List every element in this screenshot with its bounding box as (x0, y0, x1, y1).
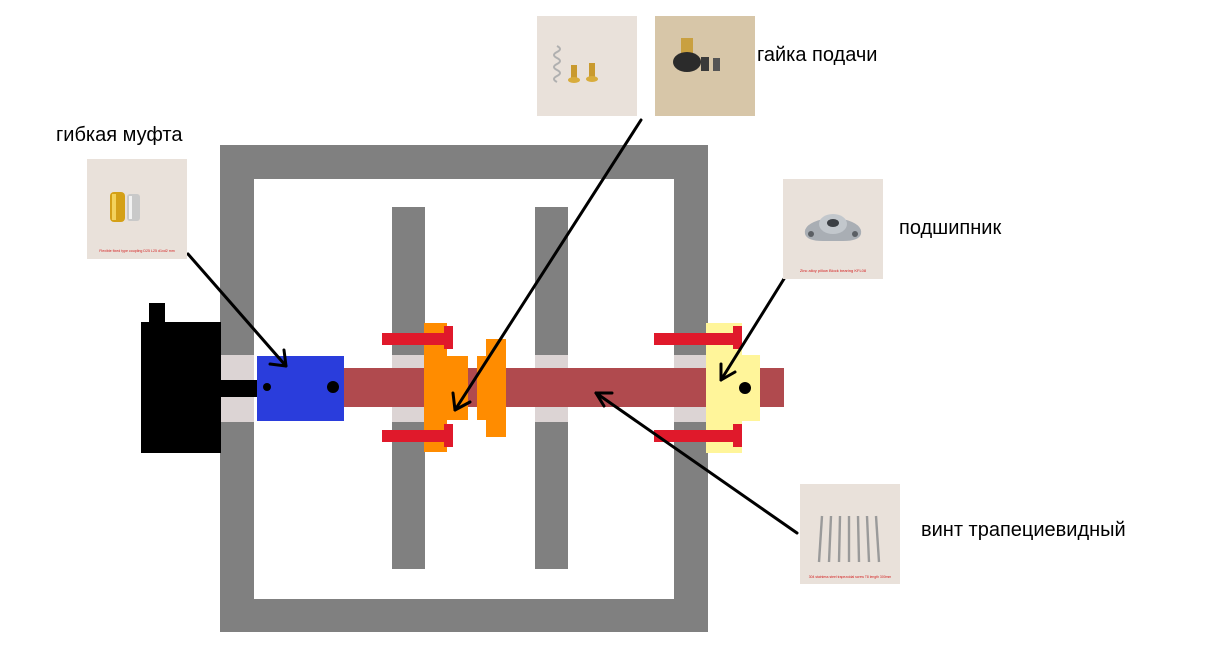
label-feed-nut: гайка подачи (757, 44, 878, 66)
arrow-bearing (719, 264, 794, 382)
feed-nut-photo-2 (655, 16, 755, 116)
arrow-lead-screw (594, 391, 799, 535)
bolt-bearing-bottom-shaft (654, 430, 734, 442)
motor-body (141, 322, 221, 453)
bearing-center-dot (739, 382, 751, 394)
feed-nut-photo-1 (537, 16, 637, 116)
feed-nut-2-flange (486, 339, 506, 437)
feed-nut-2-body (477, 356, 487, 420)
arrow-feed-nut (451, 118, 643, 412)
motor-top-tab (149, 303, 165, 325)
label-coupling: гибкая муфта (56, 124, 183, 146)
lead-screw-photo: 304 stainless steel trapezoidal screw T8… (800, 484, 900, 584)
bolt-bearing-bottom-head (733, 424, 742, 447)
bolt-nut-top-shaft (382, 333, 445, 345)
motor-shaft (220, 380, 258, 397)
bearing-photo: Zinc alloy pillow Block bearing KFL08 (783, 179, 883, 279)
coupling-photo: Flexible fixed type coupling D25 L25 d1x… (87, 159, 187, 259)
label-bearing: подшипник (899, 217, 1002, 239)
coupling-screw-hole-right (327, 381, 339, 393)
feed-nut-flange (424, 323, 447, 452)
bolt-nut-top-head (444, 326, 453, 349)
bolt-bearing-top-shaft (654, 333, 734, 345)
arrow-coupling (186, 252, 288, 368)
coupling-photo-caption: Flexible fixed type coupling D25 L25 d1x… (99, 249, 175, 253)
coupling-screw-hole-left (263, 383, 271, 391)
bearing-photo-caption: Zinc alloy pillow Block bearing KFL08 (800, 268, 867, 273)
label-lead-screw: винт трапециевидный (921, 519, 1126, 541)
bolt-nut-bottom-head (444, 424, 453, 447)
lead-screw-photo-caption: 304 stainless steel trapezoidal screw T8… (809, 575, 892, 579)
bolt-nut-bottom-shaft (382, 430, 445, 442)
bolt-bearing-top-head (733, 326, 742, 349)
